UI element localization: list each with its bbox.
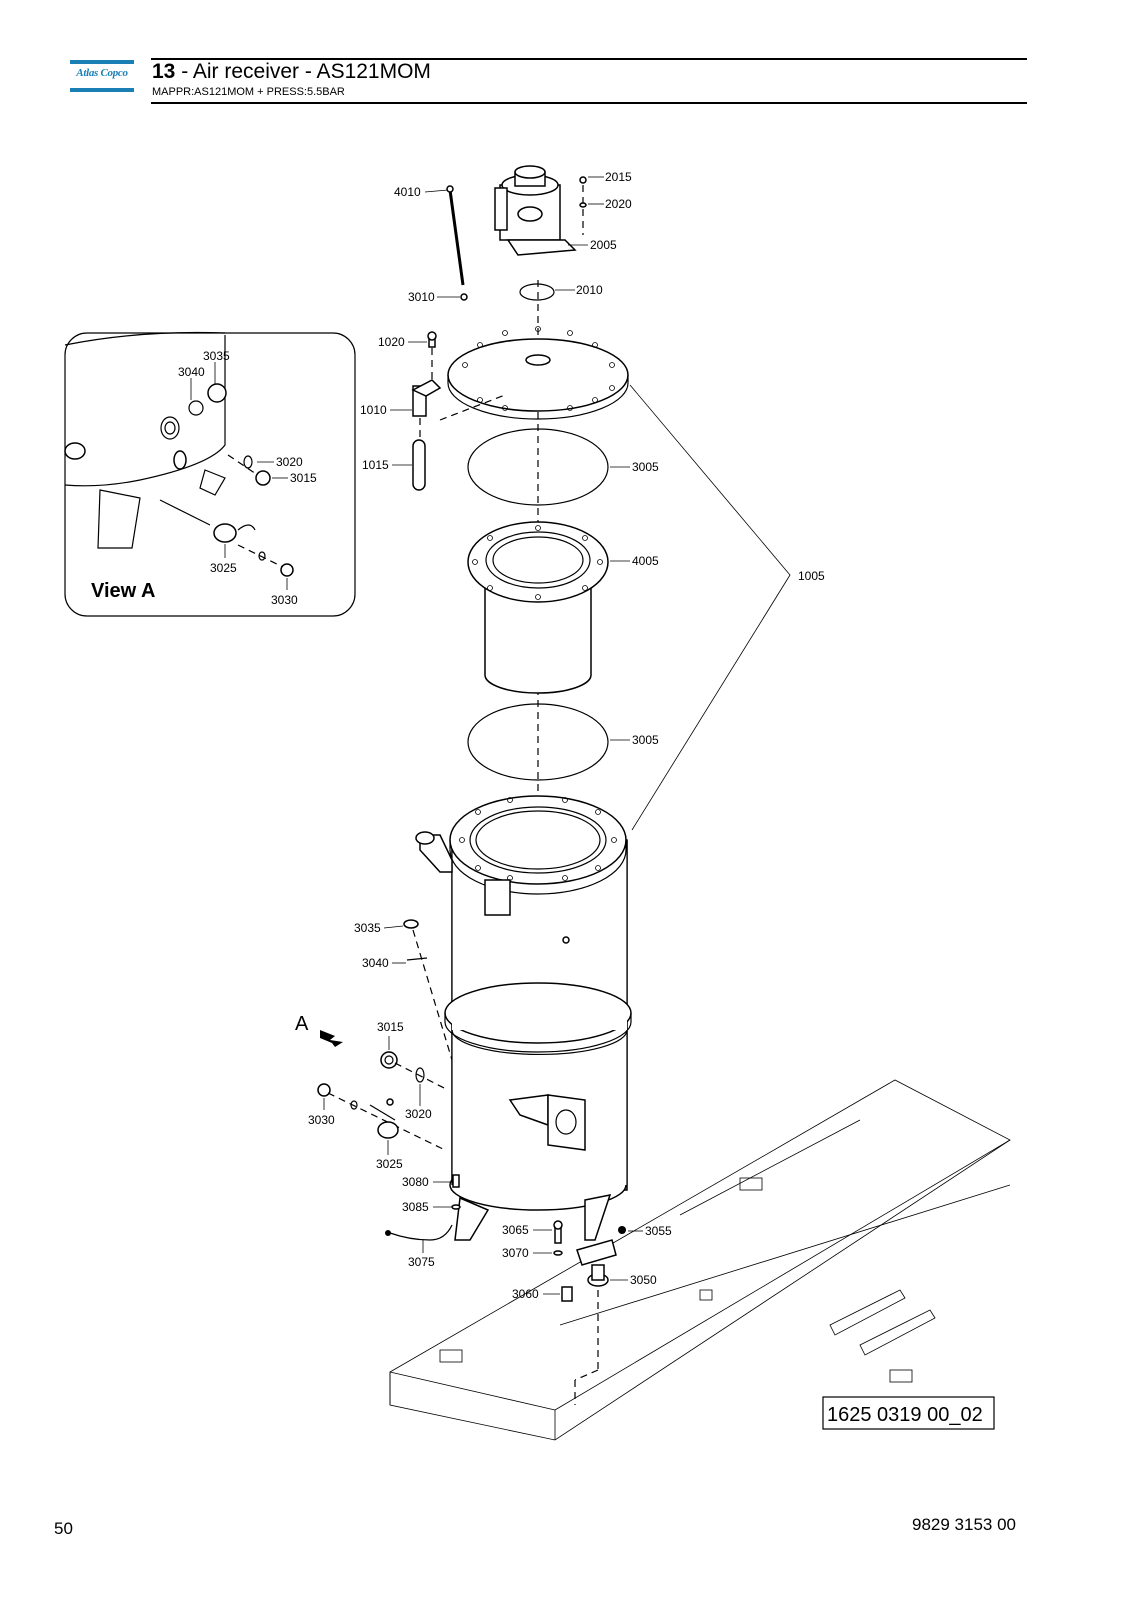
view-a-label-3030: 3030 (271, 593, 298, 607)
drawing-reference-number: 1625 0319 00_02 (827, 1404, 983, 1426)
label-3020: 3020 (405, 1107, 432, 1121)
document-number: 9829 3153 00 (912, 1515, 1016, 1534)
label-3005-upper: 3005 (632, 460, 659, 474)
drawing-reference-box: 1625 0319 00_02 (822, 1396, 995, 1430)
label-3060: 3060 (512, 1287, 539, 1301)
page-title: 13 - Air receiver - AS121MOM (152, 60, 431, 84)
label-3010: 3010 (408, 290, 435, 304)
label-3025: 3025 (376, 1157, 403, 1171)
view-a-label-3040: 3040 (178, 365, 205, 379)
drain-fittings (317, 919, 453, 1151)
level-switch-parts (411, 331, 506, 491)
label-4005: 4005 (632, 554, 659, 568)
mounting-parts (385, 1174, 626, 1405)
logo-stripe-top (70, 60, 134, 64)
air-receiver-vessel (415, 795, 632, 1241)
label-3065: 3065 (502, 1223, 529, 1237)
label-3030: 3030 (308, 1113, 335, 1127)
leader-1005 (629, 384, 791, 831)
atlas-copco-logo: Atlas Copco (70, 60, 134, 94)
label-3070: 3070 (502, 1246, 529, 1260)
label-3015: 3015 (377, 1020, 404, 1034)
arrow-view-a (320, 1030, 343, 1047)
filter-element (467, 521, 609, 694)
label-2010: 2010 (576, 283, 603, 297)
logo-text: Atlas Copco (76, 67, 128, 79)
label-1015: 1015 (362, 458, 389, 472)
label-3050: 3050 (630, 1273, 657, 1287)
logo-stripe-bottom (70, 88, 134, 92)
top-cover-plate (447, 326, 629, 420)
label-3075: 3075 (408, 1255, 435, 1269)
view-a-label-3025: 3025 (210, 561, 237, 575)
view-a-inset: 3035 3040 3020 3015 3025 3030 View A (64, 331, 356, 617)
label-3080: 3080 (402, 1175, 429, 1189)
label-2020: 2020 (605, 197, 632, 211)
label-3005-lower: 3005 (632, 733, 659, 747)
o-ring-2010 (519, 283, 555, 301)
label-4010: 4010 (394, 185, 421, 199)
top-valve-unit (494, 165, 577, 256)
view-a-label-3035: 3035 (203, 349, 230, 363)
label-2015: 2015 (605, 170, 632, 184)
label-3040: 3040 (362, 956, 389, 970)
header-rule-top (151, 58, 1027, 60)
header-rule-bottom (151, 102, 1027, 104)
label-2005: 2005 (590, 238, 617, 252)
label-1020: 1020 (378, 335, 405, 349)
label-3055: 3055 (645, 1224, 672, 1238)
label-1005: 1005 (798, 569, 825, 583)
view-a-title: View A (91, 580, 155, 602)
title-text: - Air receiver - AS121MOM (175, 60, 431, 83)
view-arrow-label: A (295, 1013, 309, 1035)
section-number: 13 (152, 60, 176, 83)
base-frame (389, 1079, 1011, 1441)
view-a-label-3015: 3015 (290, 471, 317, 485)
part-labels: 4010 2015 2020 2005 2010 3010 1020 1010 … (295, 170, 825, 1301)
label-3085: 3085 (402, 1200, 429, 1214)
page-subtitle: MAPPR:AS121MOM + PRESS:5.5BAR (152, 86, 345, 98)
gasket-upper (467, 428, 609, 506)
level-rod (448, 189, 465, 286)
label-1010: 1010 (360, 403, 387, 417)
page-number: 50 (54, 1519, 73, 1538)
gasket-lower (467, 703, 609, 781)
label-3035: 3035 (354, 921, 381, 935)
view-a-label-3020: 3020 (276, 455, 303, 469)
